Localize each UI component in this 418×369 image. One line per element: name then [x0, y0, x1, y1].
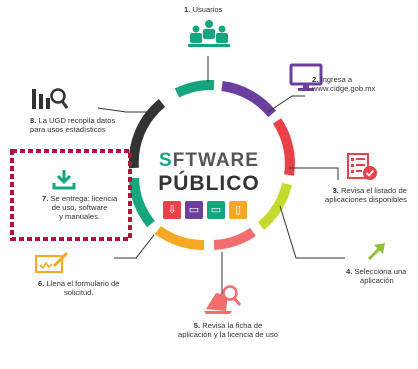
- download-icon: [52, 170, 76, 190]
- step-2-line-1: Ingresa a: [320, 75, 353, 84]
- step-7-line-3: y manuales.: [59, 212, 101, 221]
- step-5-label: 5. Revisa la ficha de aplicación y la li…: [168, 321, 288, 339]
- ring-segment-5: [213, 227, 256, 250]
- form-pen-icon: [35, 251, 69, 273]
- step-5-number: 5.: [193, 321, 201, 330]
- step-3-line-2: aplicaciones disponibles: [325, 195, 407, 204]
- step-4-line-2: aplicación: [360, 276, 394, 285]
- connector-8: [97, 107, 150, 113]
- laptop-tile: ▭: [207, 201, 225, 219]
- highlight-box: [10, 149, 132, 241]
- download-tile: ⇩: [163, 201, 181, 219]
- step-6-label: 6. Llena el formulario de solicitud.: [38, 279, 120, 297]
- step-4-number: 4.: [346, 267, 353, 276]
- download-icon: ⇩: [167, 203, 177, 216]
- connector-2: [267, 95, 305, 113]
- laptop-icon: ▭: [210, 203, 222, 216]
- tablet-icon: ▯: [234, 203, 242, 216]
- monitor-icon: ▭: [188, 203, 200, 216]
- step-4-line-1: Selecciona una: [354, 267, 407, 276]
- step-7-label: 7. Se entrega: licencia de uso, software…: [42, 194, 117, 221]
- ring-segment-6: [155, 225, 205, 251]
- step-1-text: Usuarios: [192, 5, 223, 14]
- step-6-line-2: solicitud.: [63, 288, 94, 297]
- cursor-arrow-icon: [367, 243, 385, 261]
- tablet-tile: ▯: [229, 201, 247, 219]
- step-2-label: 2. Ingresa a www.cidge.gob.mx: [312, 75, 375, 93]
- ring-segment-7: [129, 177, 155, 228]
- step-2-number: 2.: [312, 75, 319, 84]
- step-1-number: 1.: [184, 5, 191, 14]
- step-5-line-1: Revisa la ficha de: [202, 321, 263, 330]
- ring-segment-1: [174, 79, 215, 98]
- connector-4: [279, 205, 345, 259]
- step-7-line-1: Se entrega: licencia: [50, 194, 118, 203]
- step-7-line-2: de uso, software: [51, 203, 108, 212]
- logo-line1-rest: FTWARE: [172, 150, 259, 171]
- step-4-label: 4. Selecciona una aplicación: [346, 267, 406, 285]
- connector-6: [114, 234, 155, 259]
- monitor-icon: [289, 63, 323, 91]
- users-icon: [188, 20, 230, 47]
- step-8-line-2: para usos estadísticos: [30, 125, 106, 134]
- connector-3: [289, 167, 339, 180]
- step-5-line-2: aplicación y la licencia de uso: [177, 330, 279, 339]
- logo-s-letter: S: [159, 150, 173, 171]
- step-2-line-2: www.cidge.gob.mx: [312, 84, 376, 93]
- logo-line-2: PÚBLICO: [158, 172, 260, 195]
- ring-segment-4: [257, 182, 292, 230]
- ring-segment-3: [272, 118, 295, 176]
- step-3-line-1: Revisa el listado de: [341, 186, 407, 195]
- statistics-search-icon: [32, 88, 69, 109]
- step-8-label: 8. La UGD recopila datos para usos estad…: [30, 116, 115, 134]
- connectors: [97, 56, 345, 300]
- ring-segment-2: [221, 81, 276, 118]
- step-3-number: 3.: [332, 186, 339, 195]
- checklist-icon: [347, 153, 377, 180]
- step-3-label: 3. Revisa el listado de aplicaciones dis…: [325, 186, 407, 204]
- step-8-line-1: La UGD recopila datos: [38, 116, 116, 125]
- step-6-number: 6.: [38, 279, 45, 288]
- step-1-label: 1. Usuarios: [184, 5, 222, 14]
- ring-segment-8: [128, 99, 166, 169]
- step-8-number: 8.: [30, 116, 37, 125]
- step-6-line-1: Llena el formulario de: [46, 279, 120, 288]
- document-search-icon: [204, 285, 242, 314]
- logo-line-1: SFTWARE: [150, 150, 268, 172]
- monitor-tile: ▭: [185, 201, 203, 219]
- step-7-number: 7.: [42, 194, 49, 203]
